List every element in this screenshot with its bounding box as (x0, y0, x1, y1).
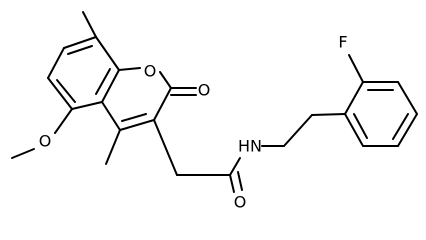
bond-c6-c5 (47, 77, 73, 110)
bond-c4a-c8a (101, 69, 120, 103)
bond-c7-c6 (47, 47, 65, 79)
bond-c3-ch2 (153, 119, 178, 176)
atom-label-amide-oxygen: O (234, 193, 247, 212)
atom-label-fluorine: F (338, 33, 347, 52)
atom-label-carbonyl-oxygen: O (198, 81, 211, 100)
atom-label-amide-nitrogen: HN (238, 137, 262, 156)
bond-camide-n (229, 157, 241, 176)
bond-ch2a-ch2b (283, 114, 313, 147)
bond-c2-c3 (153, 87, 172, 121)
bond-ph-c1-c2 (344, 81, 364, 115)
bond-c4a-c8a-double (95, 68, 111, 95)
bond-c8-c7-double (67, 45, 93, 55)
bond-c4-c4a (101, 101, 121, 131)
bond-ph-c6-c1 (344, 113, 364, 147)
bond-c3-c4 (119, 119, 155, 131)
bond-c8a-c8 (95, 36, 120, 71)
bond-ph-c3-c4 (397, 81, 418, 115)
bond-ch2b-ring (311, 113, 346, 116)
bond-ph-c6-c1-double (353, 113, 368, 139)
bond-c8a-o1 (118, 67, 141, 71)
atom-label-ring-oxygen: O (144, 62, 157, 81)
bond-c8-c7 (63, 36, 97, 49)
bond-c4-methyl (105, 129, 121, 165)
bond-o-methoxy-ch3 (11, 148, 35, 159)
bond-c5-o-methoxy (54, 108, 73, 134)
atom-label-methoxy-oxygen: O (39, 132, 52, 151)
bond-camide-o-double (237, 171, 243, 191)
bond-c5-c4a (71, 101, 103, 110)
chemical-structure-diagram: O O O HN O F (11, 11, 418, 212)
bond-c-f (348, 54, 364, 83)
bond-ph-c4-c5 (397, 113, 418, 147)
bond-c3-c4-double (121, 113, 147, 122)
bond-ph-c4-c5-double (392, 113, 409, 140)
bond-camide-o (229, 174, 235, 193)
bond-c6-c5-double (56, 79, 76, 103)
bond-c7-methyl (82, 11, 97, 38)
bond-o1-c2 (159, 71, 172, 89)
